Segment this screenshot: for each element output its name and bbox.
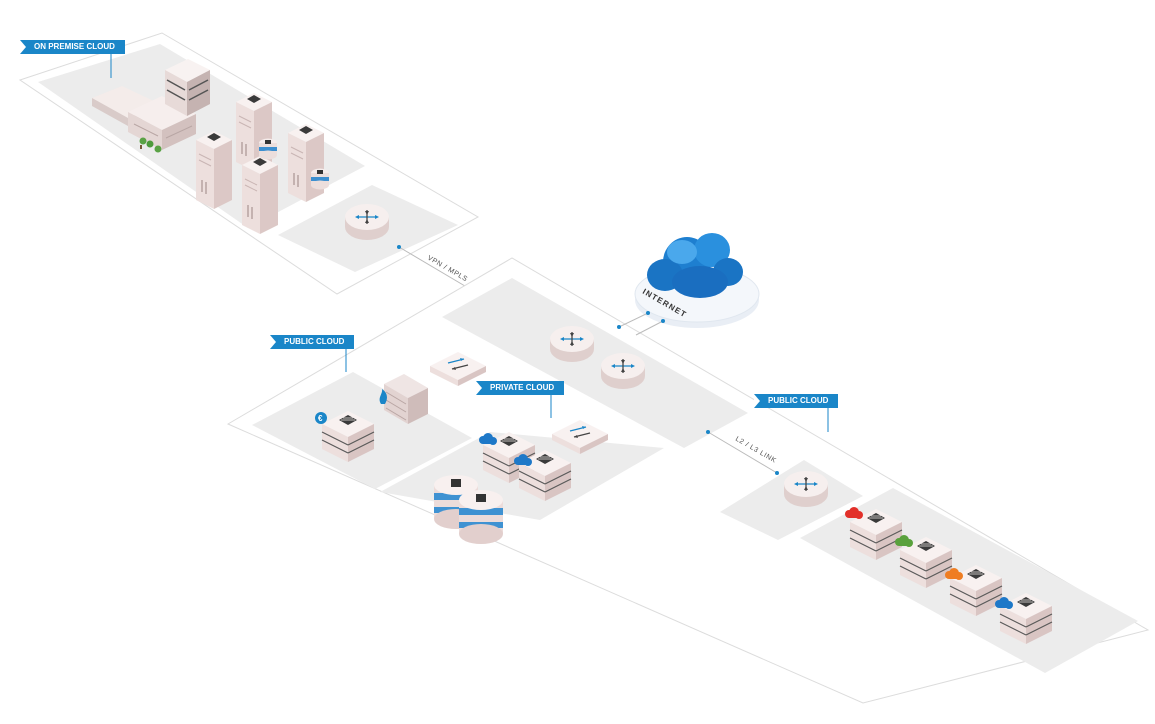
database-icon (259, 138, 277, 160)
database-icon (311, 168, 329, 190)
private-cloud-label: PRIVATE CLOUD (476, 381, 565, 395)
router-icon (783, 470, 829, 508)
internet-link (617, 311, 665, 336)
building-icon (92, 59, 210, 153)
tower-server-icon (241, 155, 279, 235)
vpn-mpls-label: VPN / MPLS (426, 255, 469, 284)
vpn-mpls-link: VPN / MPLS (397, 245, 472, 291)
public-cloud-left-label: PUBLIC CLOUD (270, 335, 355, 349)
router-icon (344, 203, 390, 241)
on-premise-cloud-label: ON PREMISE CLOUD (20, 40, 125, 54)
database-icon (459, 490, 503, 544)
public-cloud-right-label: PUBLIC CLOUD (754, 394, 839, 408)
svg-text:€: € (318, 414, 323, 423)
internet-cloud-icon: INTERNET (634, 233, 760, 328)
euro-badge-icon: € (315, 412, 327, 424)
firewall-icon (379, 374, 428, 424)
tower-server-icon (195, 130, 233, 210)
router-icon (600, 352, 646, 390)
router-icon (549, 325, 595, 363)
tower-server-icon (287, 123, 325, 203)
label-leaders (110, 54, 829, 432)
